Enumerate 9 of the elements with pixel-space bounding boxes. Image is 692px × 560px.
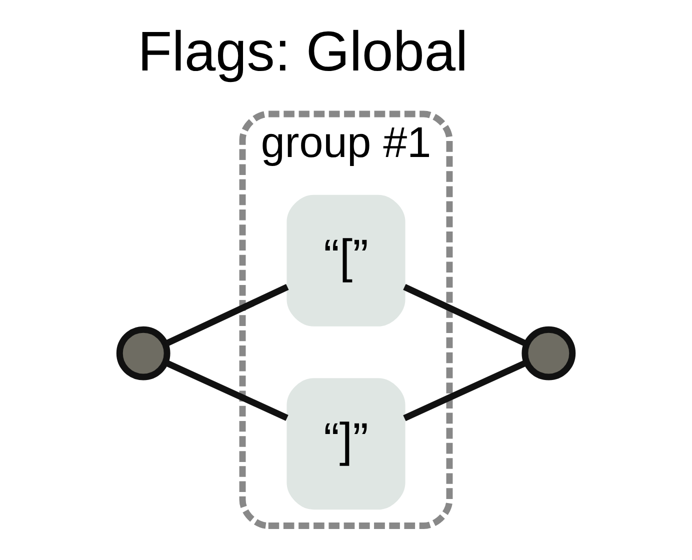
connector	[403, 284, 528, 347]
node-circle	[522, 326, 576, 380]
connector	[164, 360, 288, 421]
connector	[403, 360, 528, 422]
node-circle	[116, 326, 170, 380]
diagram-title: Flags: Global	[138, 19, 468, 82]
node-box: “[”	[286, 194, 406, 326]
connector	[164, 284, 289, 347]
node-box: “]”	[286, 378, 406, 510]
